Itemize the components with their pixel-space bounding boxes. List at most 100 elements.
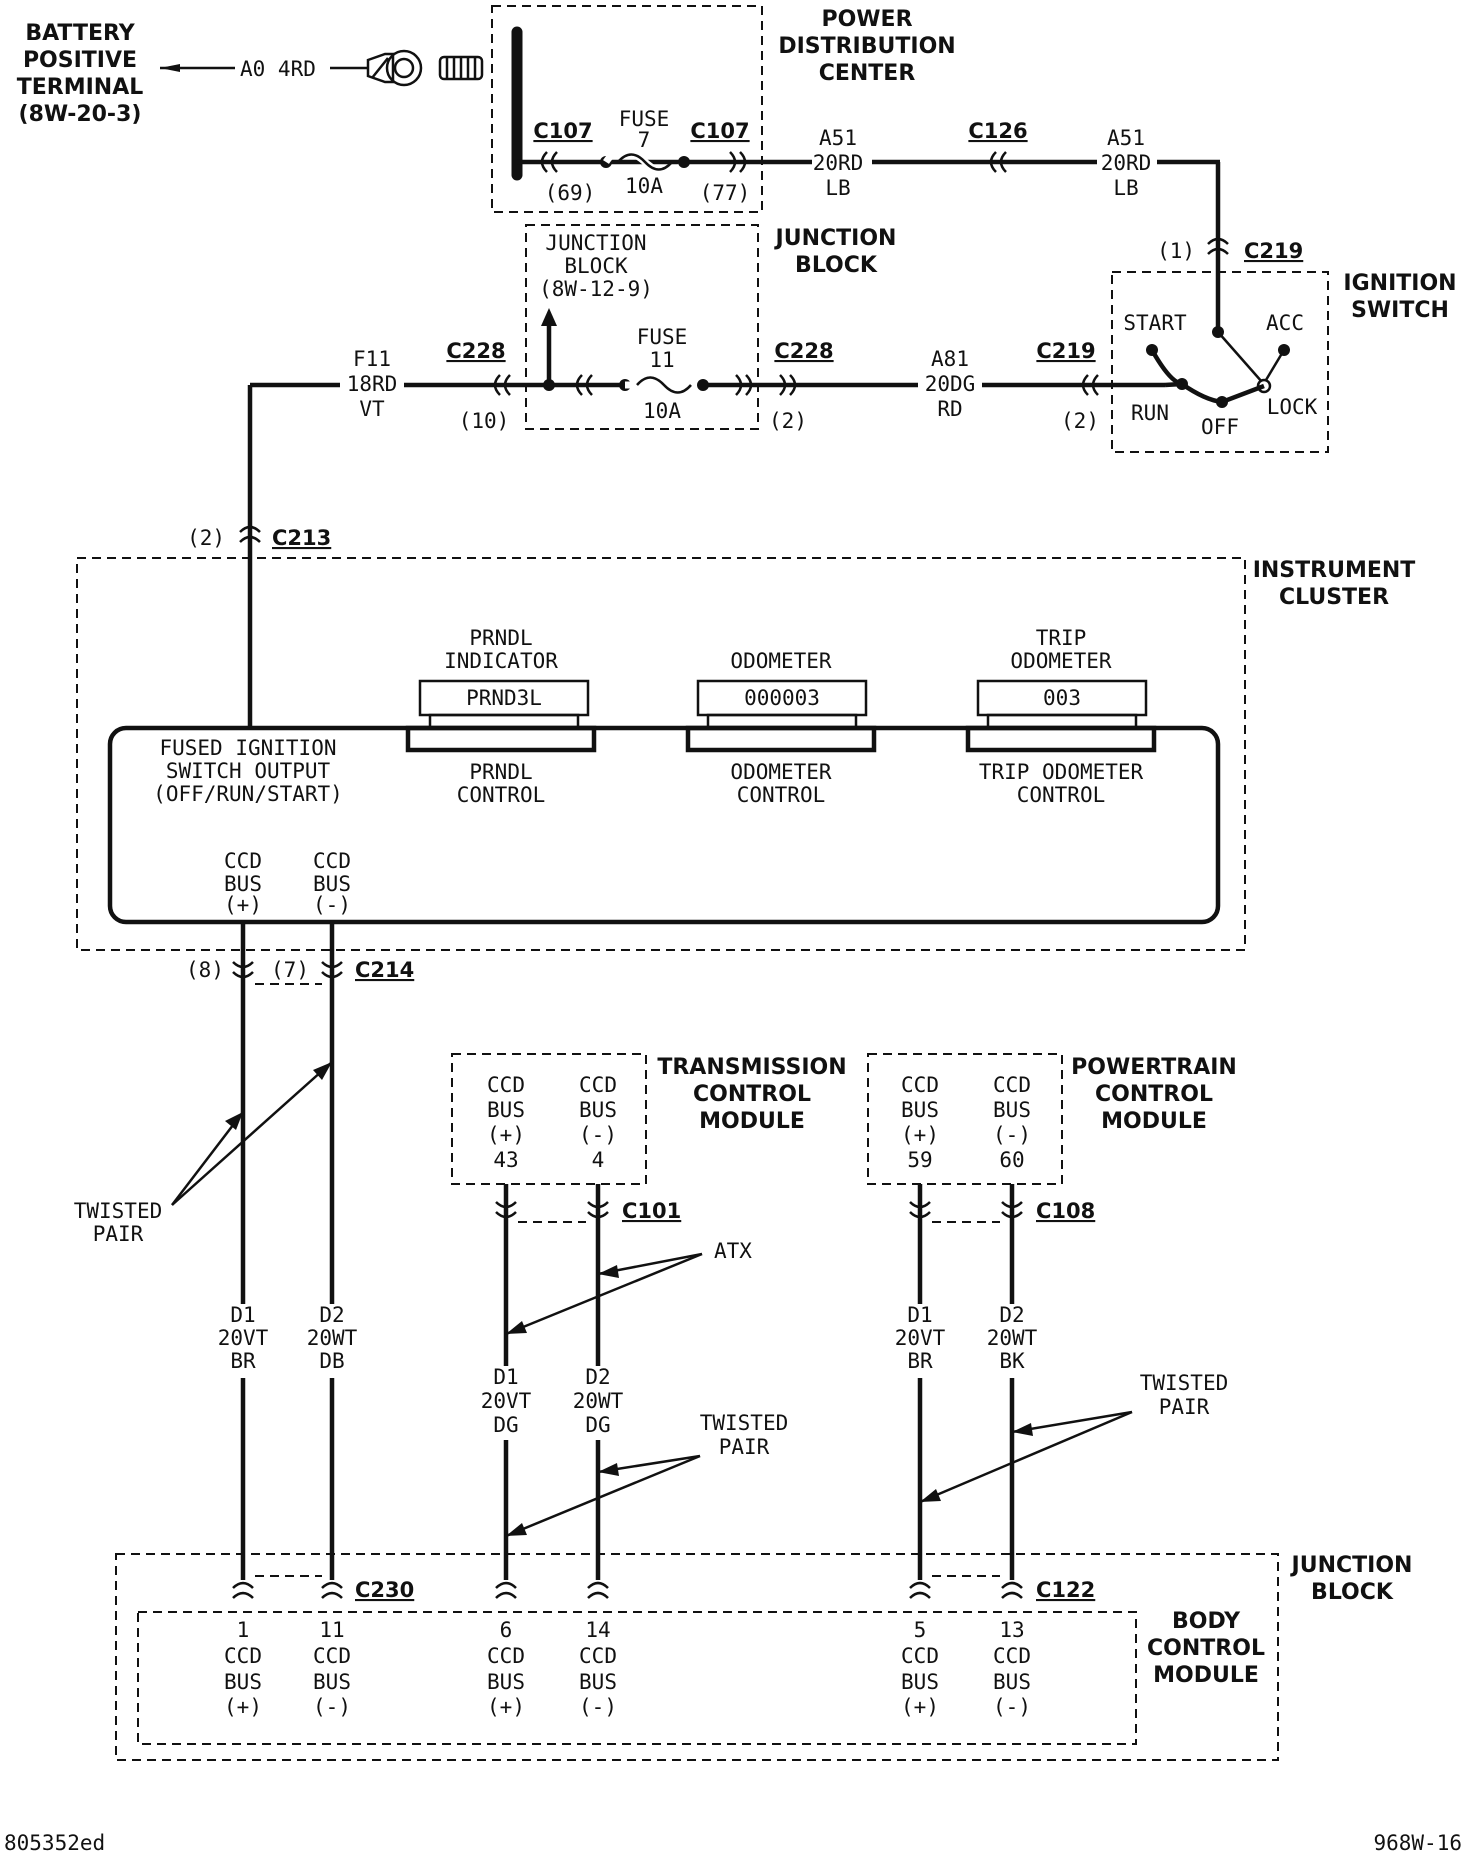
tcm-pos-3: (+) [487,1123,525,1147]
bcm-pin-label-3: (-) [313,1695,351,1719]
d1-right-circuit: D1 [907,1303,932,1327]
instrument-cluster-label-1: INSTRUMENT [1253,558,1416,583]
jb-bottom-label-2: BLOCK [1311,1580,1394,1605]
c214-pin8: (8) [186,958,224,982]
f11-circuit: F11 [353,347,391,371]
ign-off-label: OFF [1201,415,1239,439]
atx-label: ATX [714,1239,752,1263]
bcm-pin-label-1: CCD [993,1644,1031,1668]
bcm-pin-5: 5 CCD BUS (+) [901,1618,939,1719]
pdc-label-2: DISTRIBUTION [778,34,955,59]
bcm-pin-number: 11 [319,1618,344,1642]
footer-right-code: 968W-16 [1373,1831,1462,1855]
bcm-pin-14: 14 CCD BUS (-) [579,1618,617,1719]
trip-control-2: CONTROL [1017,783,1106,807]
pcm-pos-pin: 59 [907,1148,932,1172]
f11-gauge: 18RD [347,372,398,396]
ign-run-label: RUN [1131,401,1169,425]
twisted-mid-1: TWISTED [700,1411,789,1435]
tcm-label-1: TRANSMISSION [657,1055,846,1080]
a51-right-gauge: 20RD [1101,151,1152,175]
cluster-bus-pos-3: (+) [224,893,262,917]
d2-right-gauge: 20WT [987,1326,1038,1350]
a81-gauge: 20DG [925,372,976,396]
ignition-switch-label-2: SWITCH [1351,298,1449,323]
battery-positive-terminal: BATTERY POSITIVE TERMINAL (8W-20-3) [17,21,144,127]
c228-left-pin: (10) [459,409,510,433]
footer-left-code: 805352ed [4,1831,105,1855]
twisted-right-arrow-1 [1011,1410,1133,1434]
pdc-label: POWER DISTRIBUTION CENTER [778,7,955,86]
jb-top-inner-1: JUNCTION [545,231,646,255]
bcm-pin-label-2: BUS [487,1670,525,1694]
ign-start-label: START [1123,311,1187,335]
a51-label-bg [812,125,872,201]
bcm-pin-label-2: BUS [901,1670,939,1694]
c213-pin: (2) [187,526,225,550]
jb-top-inner-3: (8W-12-9) [539,277,653,301]
tcm-pos-pin: 43 [493,1148,518,1172]
c107-left-label: C107 [533,119,592,143]
d2-left-tracer: DB [319,1349,344,1373]
a51-left-gauge: 20RD [813,151,864,175]
d2-left-circuit: D2 [319,1303,344,1327]
twisted-left-1: TWISTED [74,1199,163,1223]
pdc-label-1: POWER [821,7,912,32]
pcm-boundary [867,1053,1063,1185]
d2-mid-circuit: D2 [585,1365,610,1389]
c122-connector [909,1575,1023,1599]
ring-terminal-icon [366,49,423,87]
pcm-pos-2: BUS [901,1098,939,1122]
battery-wire-label: A0 4RD [240,57,316,81]
d1-left-tracer: BR [230,1349,256,1373]
d1-mid-circuit: D1 [493,1365,518,1389]
a51-left-circuit: A51 [819,126,857,150]
twisted-right-arrow-2 [919,1410,1133,1504]
odometer-control-block [685,725,877,753]
tcm-pos-2: BUS [487,1098,525,1122]
pcm-neg-1: CCD [993,1073,1031,1097]
prndl-control-block [405,725,597,753]
battery-label-3: TERMINAL [17,75,144,100]
cluster-bus-pos-1: CCD [224,849,262,873]
c219-top-label: C219 [1244,239,1303,263]
odometer-label: ODOMETER [730,649,832,673]
fuse7-amp: 10A [625,174,663,198]
trip-control-1: TRIP ODOMETER [979,760,1144,784]
fuse11-terminal-right [697,379,709,391]
fuse11-amp: 10A [643,399,681,423]
twisted-right-arrowhead-2 [920,1489,941,1502]
c228-right-pin: (2) [769,409,807,433]
twisted-right-arrowhead-1 [1012,1423,1033,1436]
jb-top-label-1: JUNCTION [774,226,897,251]
ign-acc-label: ACC [1266,311,1304,335]
bcm-pin-label-1: CCD [901,1644,939,1668]
d1-mid-gauge: 20VT [481,1389,532,1413]
d1-right-label-bg [888,1304,952,1378]
twisted-mid-2: PAIR [719,1435,770,1459]
c228-right-label: C228 [774,339,833,363]
bcm-boundary [137,1611,1137,1745]
stud-bolt-icon [438,55,484,81]
prndl-indicator-2: INDICATOR [444,649,558,673]
a51-right-label-bg [1097,125,1157,201]
jb-top-inner-2: BLOCK [564,254,628,278]
d1-left-circuit: D1 [230,1303,255,1327]
bcm-pin-label-1: CCD [313,1644,351,1668]
pcm-pos-3: (+) [901,1123,939,1147]
battery-label-4: (8W-20-3) [19,102,142,127]
c230-label: C230 [355,1578,414,1602]
c219-top-connector [1207,237,1229,255]
bcm-pin-13: 13 CCD BUS (-) [993,1618,1031,1719]
c219-mid-connector [1081,374,1099,396]
bcm-pin-label-2: BUS [993,1670,1031,1694]
pcm-label-1: POWERTRAIN [1071,1055,1237,1080]
d2-mid-tracer: DG [585,1413,610,1437]
tcm-pos-1: CCD [487,1073,525,1097]
pdc-label-3: CENTER [819,61,916,86]
cluster-bus-pos-2: BUS [224,872,262,896]
d2-left-gauge: 20WT [307,1326,358,1350]
ignition-switch-boundary [1111,271,1329,453]
fuse11-icon [636,376,692,394]
twisted-left-arrowhead-2 [313,1062,332,1080]
